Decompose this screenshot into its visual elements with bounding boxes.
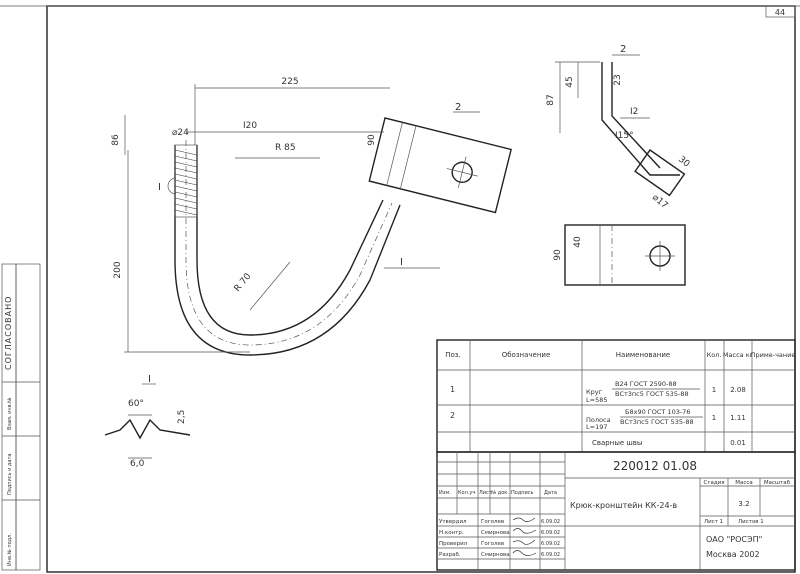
dim-115: I15° (615, 131, 634, 141)
dim-120: I20 (243, 121, 257, 131)
stamp-row-inv: Инв.№ подл. (7, 533, 13, 566)
row1-mass: 2.08 (730, 386, 746, 394)
dim-dia24: ⌀24 (172, 128, 189, 138)
left-stamp: СОГЛАСОВАНО Инв.№ подл. Подпись и дата В… (1, 263, 41, 571)
callout-2-side: 2 (620, 44, 626, 55)
weld-title: I (148, 374, 151, 385)
stage-hdr-stage: Стадия (703, 480, 724, 486)
hdr-mass: Масса кг (723, 351, 754, 359)
rev-hdr-list: Лист (479, 490, 492, 496)
row2-pos: 2 (450, 411, 455, 420)
dim-dia17: ⌀17 (650, 193, 669, 212)
sheet-number: 44 (775, 8, 785, 17)
rev-hdr-doc: № док. (491, 490, 509, 496)
dim-90-main: 90 (367, 134, 377, 146)
hdr-note: Приме-чание (751, 351, 796, 359)
weld-gap: 2,5 (177, 410, 187, 424)
row1-name-bottom: ВСт3пс5 ГОСТ 535-88 (615, 390, 689, 398)
weld-width: 6,0 (130, 459, 145, 469)
hdr-designation: Обозначение (502, 351, 551, 359)
person2-role: Н.контр. (439, 530, 464, 536)
hook-rod-axis (185, 140, 393, 346)
dim-87: 87 (546, 94, 556, 105)
dim-30: 30 (676, 155, 691, 170)
person4-role: Разраб. (439, 552, 461, 558)
dim-225: 225 (281, 77, 298, 87)
tb-mass: 3.2 (738, 500, 749, 508)
row2-mass: 1.11 (730, 414, 746, 422)
tb-city-year: Москва 2002 (706, 550, 760, 559)
row1-pos: 1 (450, 385, 455, 394)
dim-r85: R 85 (275, 143, 296, 153)
dim-45: 45 (565, 76, 575, 87)
hdr-name: Наименование (616, 351, 670, 359)
row3-name: Сварные швы (592, 439, 642, 447)
dim-r70: R 70 (233, 272, 254, 294)
signature-scribbles (512, 517, 537, 556)
person1-date: 6.09.02 (541, 519, 560, 525)
person1-role: Утвердил (439, 519, 467, 525)
callout-i-rod: I (400, 257, 403, 268)
stamp-row-sign: Подпись и дата (7, 454, 13, 495)
row1-len: L=585 (586, 396, 607, 404)
main-view: 225 I20 86 ⌀24 R 85 R 70 90 200 I I 2 (111, 77, 512, 356)
row1-qty: 1 (712, 386, 716, 394)
stamp-agreed: СОГЛАСОВАНО (4, 296, 13, 370)
person4-date: 6.09.02 (541, 552, 560, 558)
sheet-number-box (765, 5, 796, 18)
row2-qty: 1 (712, 414, 716, 422)
product-name: Крюк-кронштейн КК-24-в (570, 501, 677, 510)
rev-hdr-date: Дата (544, 490, 557, 496)
person1-name: Гоголев (481, 519, 504, 525)
title-block: Изм. Кол.уч Лист № док. Подпись Дата Утв… (436, 451, 796, 571)
tb-org: ОАО "РОСЭП" (706, 535, 762, 544)
person4-name: Смирнова (481, 552, 510, 558)
person2-name: Смирнова (481, 530, 510, 536)
row2-len: L=197 (586, 423, 607, 431)
dim-86: 86 (111, 134, 121, 146)
row1-name-top: В24 ГОСТ 2590-88 (615, 380, 677, 388)
person3-role: Проверил (439, 541, 468, 547)
row3-mass: 0.01 (730, 439, 746, 447)
stamp-row-replace: Взам. инв.№ (7, 397, 13, 430)
callout-2-plate: 2 (455, 102, 461, 113)
stage-hdr-mass: Масса (735, 480, 753, 486)
person2-date: 6.09.02 (541, 530, 560, 536)
rev-hdr-kol: Кол.уч (458, 490, 475, 496)
hook-rod-outer (174, 145, 401, 356)
weld-angle: 60° (128, 399, 144, 409)
dim-40: 40 (573, 236, 583, 248)
doc-code: 220012 01.08 (613, 459, 697, 473)
row2-name-top: Б8х90 ГОСТ 103-76 (625, 408, 690, 416)
spec-table: Поз. Обозначение Наименование Кол. Масса… (436, 339, 796, 453)
person3-name: Гоголев (481, 541, 504, 547)
hook-rod-inner (196, 145, 384, 336)
row2-name-bottom: ВСт3пс5 ГОСТ 535-88 (620, 418, 694, 426)
dim-200: 200 (113, 261, 123, 278)
stage-hdr-scale: Масштаб (764, 480, 791, 486)
callout-i-weld: I (158, 182, 161, 193)
rev-hdr-izm: Изм. (439, 490, 451, 496)
dim-90-side: 90 (553, 249, 563, 261)
tb-sheets: Листов 1 (738, 519, 764, 525)
dim-12: I2 (630, 107, 638, 117)
hdr-qty: Кол. (707, 351, 722, 359)
rev-hdr-sign: Подпись (511, 490, 534, 496)
dim-23: 23 (613, 74, 623, 85)
outer-frame (46, 5, 796, 573)
hdr-pos: Поз. (445, 351, 461, 359)
row2-prefix: Полоса (586, 416, 611, 424)
weld-detail: I 60° 2,5 6,0 (104, 374, 191, 469)
person3-date: 6.09.02 (541, 541, 560, 547)
row1-prefix: Круг (586, 388, 603, 396)
tb-sheet: Лист 1 (704, 519, 723, 525)
side-view: 87 45 23 2 I2 I15° 30 ⌀17 40 90 (546, 44, 691, 286)
